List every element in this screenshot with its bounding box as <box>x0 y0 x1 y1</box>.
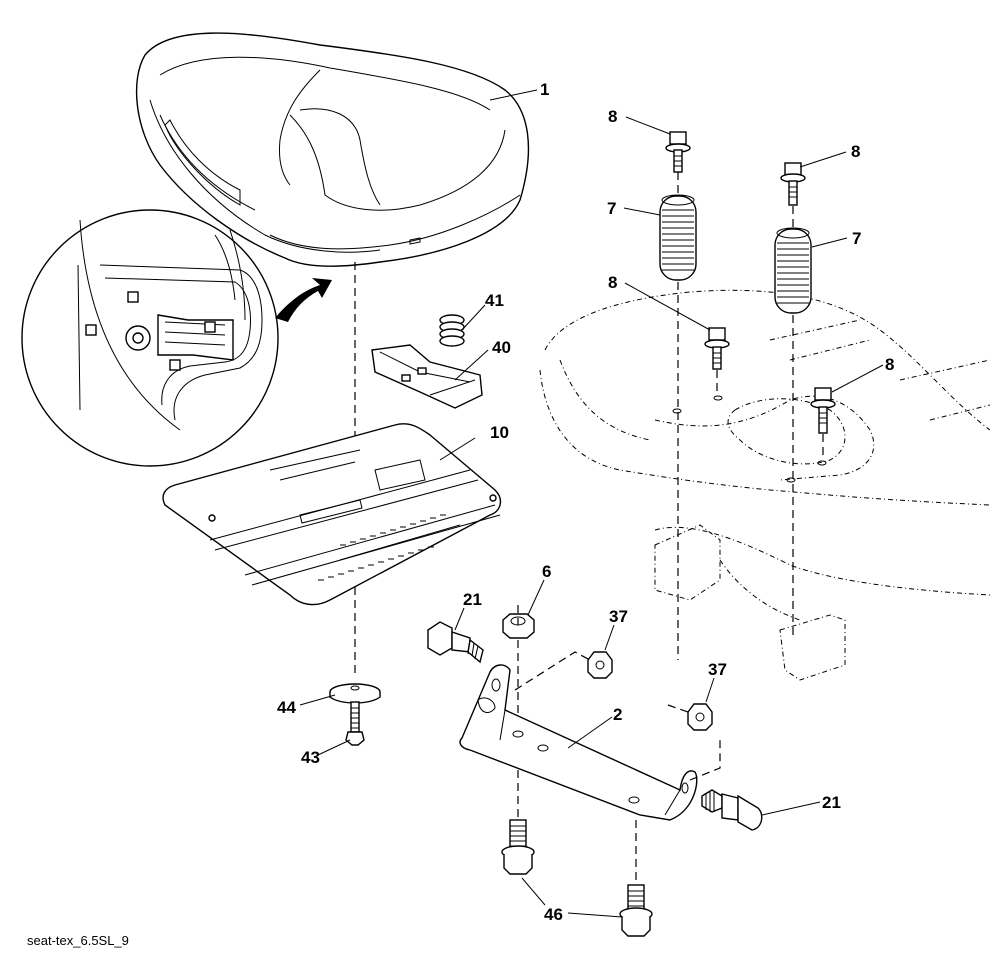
spring-7-left <box>659 194 697 281</box>
seat-pan <box>162 423 502 606</box>
callout-8: 8 <box>885 355 894 374</box>
assembly-axis-37a <box>514 651 591 691</box>
shoulder-bolt-21-right <box>701 789 763 831</box>
callout-37: 37 <box>609 607 628 626</box>
small-spring <box>439 314 465 347</box>
detail-inset <box>21 209 332 467</box>
seat <box>135 32 530 267</box>
assembly-axis-bolt-mid <box>716 370 824 460</box>
callout-2: 2 <box>613 705 622 724</box>
callout-8: 8 <box>608 273 617 292</box>
nut-37-lower <box>687 703 713 731</box>
bolt-8-top-right <box>780 162 806 206</box>
seat-pan-slots <box>318 514 446 581</box>
leader-lines <box>299 89 884 918</box>
bolt-8-mid-left <box>704 327 730 370</box>
callout-41: 41 <box>485 291 504 310</box>
washer <box>329 683 381 704</box>
flange-bolt-46-left <box>501 819 535 875</box>
callout-6: 6 <box>542 562 551 581</box>
bolt-43 <box>345 701 365 746</box>
bolt-8-top-left <box>665 131 691 173</box>
callout-labels: 1 8 8 7 7 8 8 41 40 10 6 21 37 37 44 2 4… <box>277 80 894 924</box>
callout-21: 21 <box>463 590 482 609</box>
bolt-8-mid-right <box>810 387 836 434</box>
seat-bracket <box>459 664 698 821</box>
callout-40: 40 <box>492 338 511 357</box>
callout-7: 7 <box>852 229 861 248</box>
figure-caption: seat-tex_6.5SL_9 <box>27 933 129 948</box>
callout-8: 8 <box>851 142 860 161</box>
nut-37-upper <box>587 651 613 679</box>
chassis-outline <box>539 289 991 681</box>
shoulder-bolt-21-left <box>427 621 484 664</box>
callout-10: 10 <box>490 423 509 442</box>
flange-bolt-46-right <box>619 884 653 937</box>
callout-8: 8 <box>608 107 617 126</box>
seat-latch <box>371 344 483 409</box>
callout-43: 43 <box>301 748 320 767</box>
callout-44: 44 <box>277 698 296 717</box>
callout-1: 1 <box>540 80 549 99</box>
callout-46: 46 <box>544 905 563 924</box>
spring-7-right <box>774 227 812 314</box>
nut-6 <box>502 613 535 639</box>
assembly-axis-37b <box>667 704 721 781</box>
callout-21: 21 <box>822 793 841 812</box>
callout-37: 37 <box>708 660 727 679</box>
callout-7: 7 <box>607 199 616 218</box>
